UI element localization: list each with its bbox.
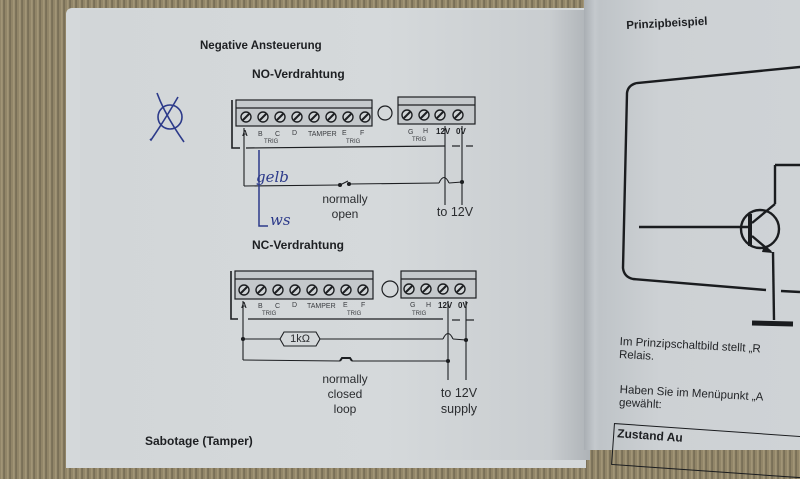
terminal-screw-icon xyxy=(420,283,432,295)
terminal-label-c: C xyxy=(275,131,280,138)
terminal-label-a: A xyxy=(241,301,247,310)
terminal-label-e: E xyxy=(342,130,347,137)
terminal-screw-icon xyxy=(257,111,269,123)
to-12v-label: to 12V xyxy=(436,205,474,219)
terminal-screw-icon xyxy=(255,284,267,296)
terminal-screw-icon xyxy=(291,111,303,123)
terminal-screw-icon xyxy=(238,284,250,296)
left-page xyxy=(80,10,590,460)
terminal-screw-icon xyxy=(340,284,352,296)
terminal-label-b: B xyxy=(258,303,263,310)
terminal-label-12v: 12V xyxy=(436,127,451,136)
terminal-label-h: H xyxy=(426,302,431,309)
terminal-screw-icon xyxy=(437,283,449,295)
label-line: normally xyxy=(322,192,368,206)
right-page xyxy=(600,0,800,450)
trig-label: TRIG xyxy=(412,311,427,317)
trig-label: TRIG xyxy=(346,139,361,145)
no-wiring-diagram xyxy=(231,96,476,227)
mounting-hole-icon xyxy=(377,105,393,121)
terminal-label-h: H xyxy=(423,128,428,135)
terminal-screw-icon xyxy=(434,109,446,121)
terminal-screw-icon xyxy=(403,283,415,295)
terminal-label-tamper: TAMPER xyxy=(307,303,336,310)
nc-wiring-diagram xyxy=(230,270,477,380)
label-line: supply xyxy=(440,402,478,416)
terminal-label-0v: 0V xyxy=(456,127,466,136)
trig-label: TRIG xyxy=(262,311,277,317)
nc-terminal-labels: A B C D TAMPER E F TRIG TRIG G H 12V 0V … xyxy=(240,300,480,320)
label-line: open xyxy=(331,207,359,221)
terminal-label-c: C xyxy=(275,303,280,310)
nc-wiring-title: NC-Verdrahtung xyxy=(252,238,345,252)
terminal-screw-icon xyxy=(452,109,464,121)
label-line: to 12V xyxy=(440,386,478,400)
terminal-screw-icon xyxy=(418,109,430,121)
terminal-label-e: E xyxy=(343,302,348,309)
terminal-label-0v: 0V xyxy=(458,301,468,310)
label-line: closed xyxy=(327,387,363,401)
terminal-screw-icon xyxy=(342,111,354,123)
terminal-screw-icon xyxy=(454,283,466,295)
trig-label: TRIG xyxy=(347,311,362,317)
no-terminal-labels: A B C D TAMPER E F TRIG TRIG G H 12V 0V … xyxy=(240,127,480,148)
terminal-screw-icon xyxy=(325,111,337,123)
terminal-label-f: F xyxy=(361,302,365,309)
trig-label: TRIG xyxy=(412,137,427,143)
terminal-screw-icon xyxy=(401,109,413,121)
handwritten-crossed-circle-icon xyxy=(149,92,185,143)
terminal-screw-icon xyxy=(357,284,369,296)
terminal-label-g: G xyxy=(408,129,413,136)
terminal-screw-icon xyxy=(306,284,318,296)
terminal-label-d: D xyxy=(292,130,297,137)
terminal-label-12v: 12V xyxy=(438,301,453,310)
trig-label: TRIG xyxy=(264,139,279,145)
mounting-hole-icon xyxy=(381,280,399,298)
handwritten-gelb: gelb xyxy=(256,168,289,186)
resistor-label: 1kΩ xyxy=(290,333,310,345)
terminal-screw-icon xyxy=(274,111,286,123)
section-title: Negative Ansteuerung xyxy=(200,40,322,52)
terminal-screw-icon xyxy=(289,284,301,296)
terminal-screw-icon xyxy=(240,111,252,123)
terminal-label-g: G xyxy=(410,302,415,309)
to-12v-supply-label: to 12V supply xyxy=(428,385,490,417)
handwritten-ws: ws xyxy=(270,211,291,229)
terminal-label-b: B xyxy=(258,131,263,138)
label-line: normally xyxy=(322,372,368,386)
no-wiring-title: NO-Verdrahtung xyxy=(252,67,345,81)
terminal-screw-icon xyxy=(323,284,335,296)
terminal-label-a: A xyxy=(242,129,248,138)
label-line: loop xyxy=(333,402,357,416)
transistor-circuit-diagram xyxy=(621,65,800,327)
normally-open-label: normally open xyxy=(310,192,380,222)
normally-closed-loop-label: normally closed loop xyxy=(310,372,380,417)
terminal-screw-icon xyxy=(359,111,371,123)
terminal-screw-icon xyxy=(308,111,320,123)
terminal-screw-icon xyxy=(272,284,284,296)
terminal-label-tamper: TAMPER xyxy=(308,131,337,138)
next-section-title: Sabotage (Tamper) xyxy=(145,434,253,448)
terminal-label-f: F xyxy=(360,130,364,137)
terminal-label-d: D xyxy=(292,302,297,309)
